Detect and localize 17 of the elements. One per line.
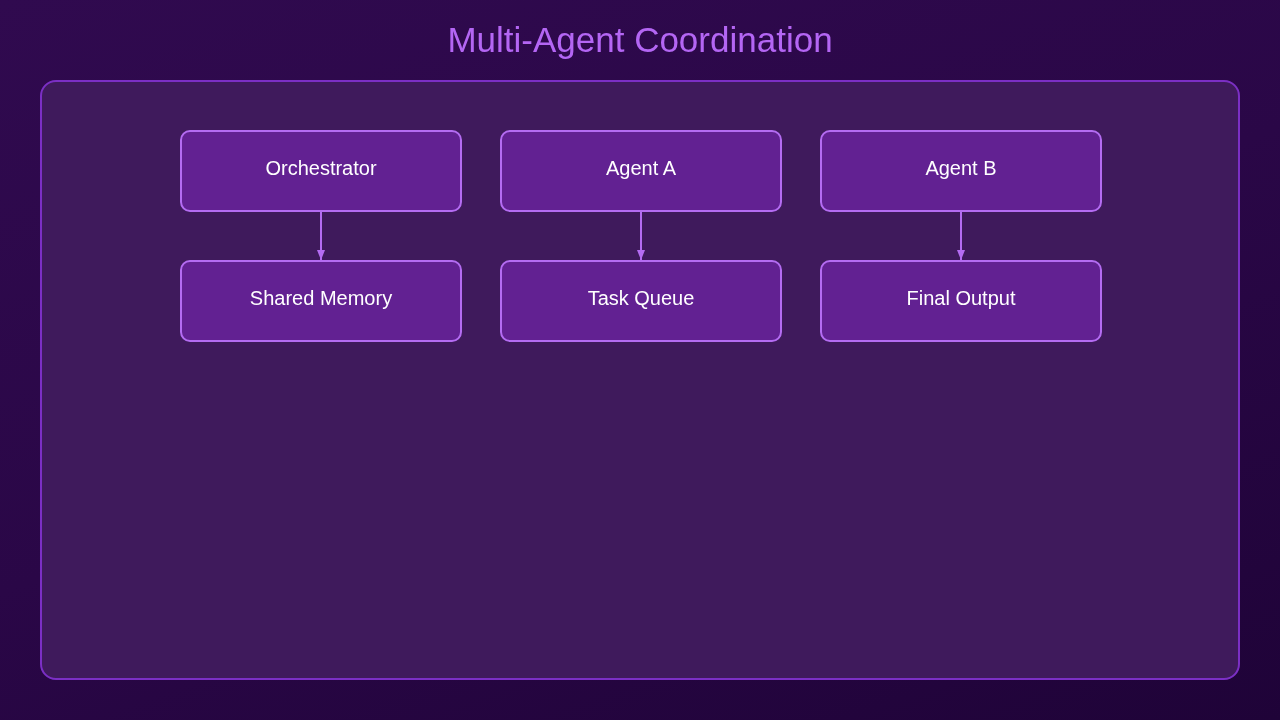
- process-box: [500, 130, 782, 212]
- arrow: [957, 211, 965, 261]
- arrow: [637, 211, 645, 261]
- arrow: [317, 211, 325, 261]
- node-label: Agent B: [925, 155, 997, 180]
- process-box: [180, 260, 462, 342]
- process-box: [820, 130, 1102, 212]
- node-label: Orchestrator: [265, 155, 377, 180]
- node-label: Task Queue: [587, 285, 695, 310]
- container-panel: [40, 80, 1240, 680]
- process-box: [500, 260, 782, 342]
- node-label: Final Output: [906, 285, 1016, 310]
- node-label: Shared Memory: [249, 285, 393, 310]
- diagram-title: Multi-Agent Coordination: [447, 19, 833, 61]
- node-label: Agent A: [605, 155, 677, 180]
- process-box: [180, 130, 462, 212]
- process-box: [820, 260, 1102, 342]
